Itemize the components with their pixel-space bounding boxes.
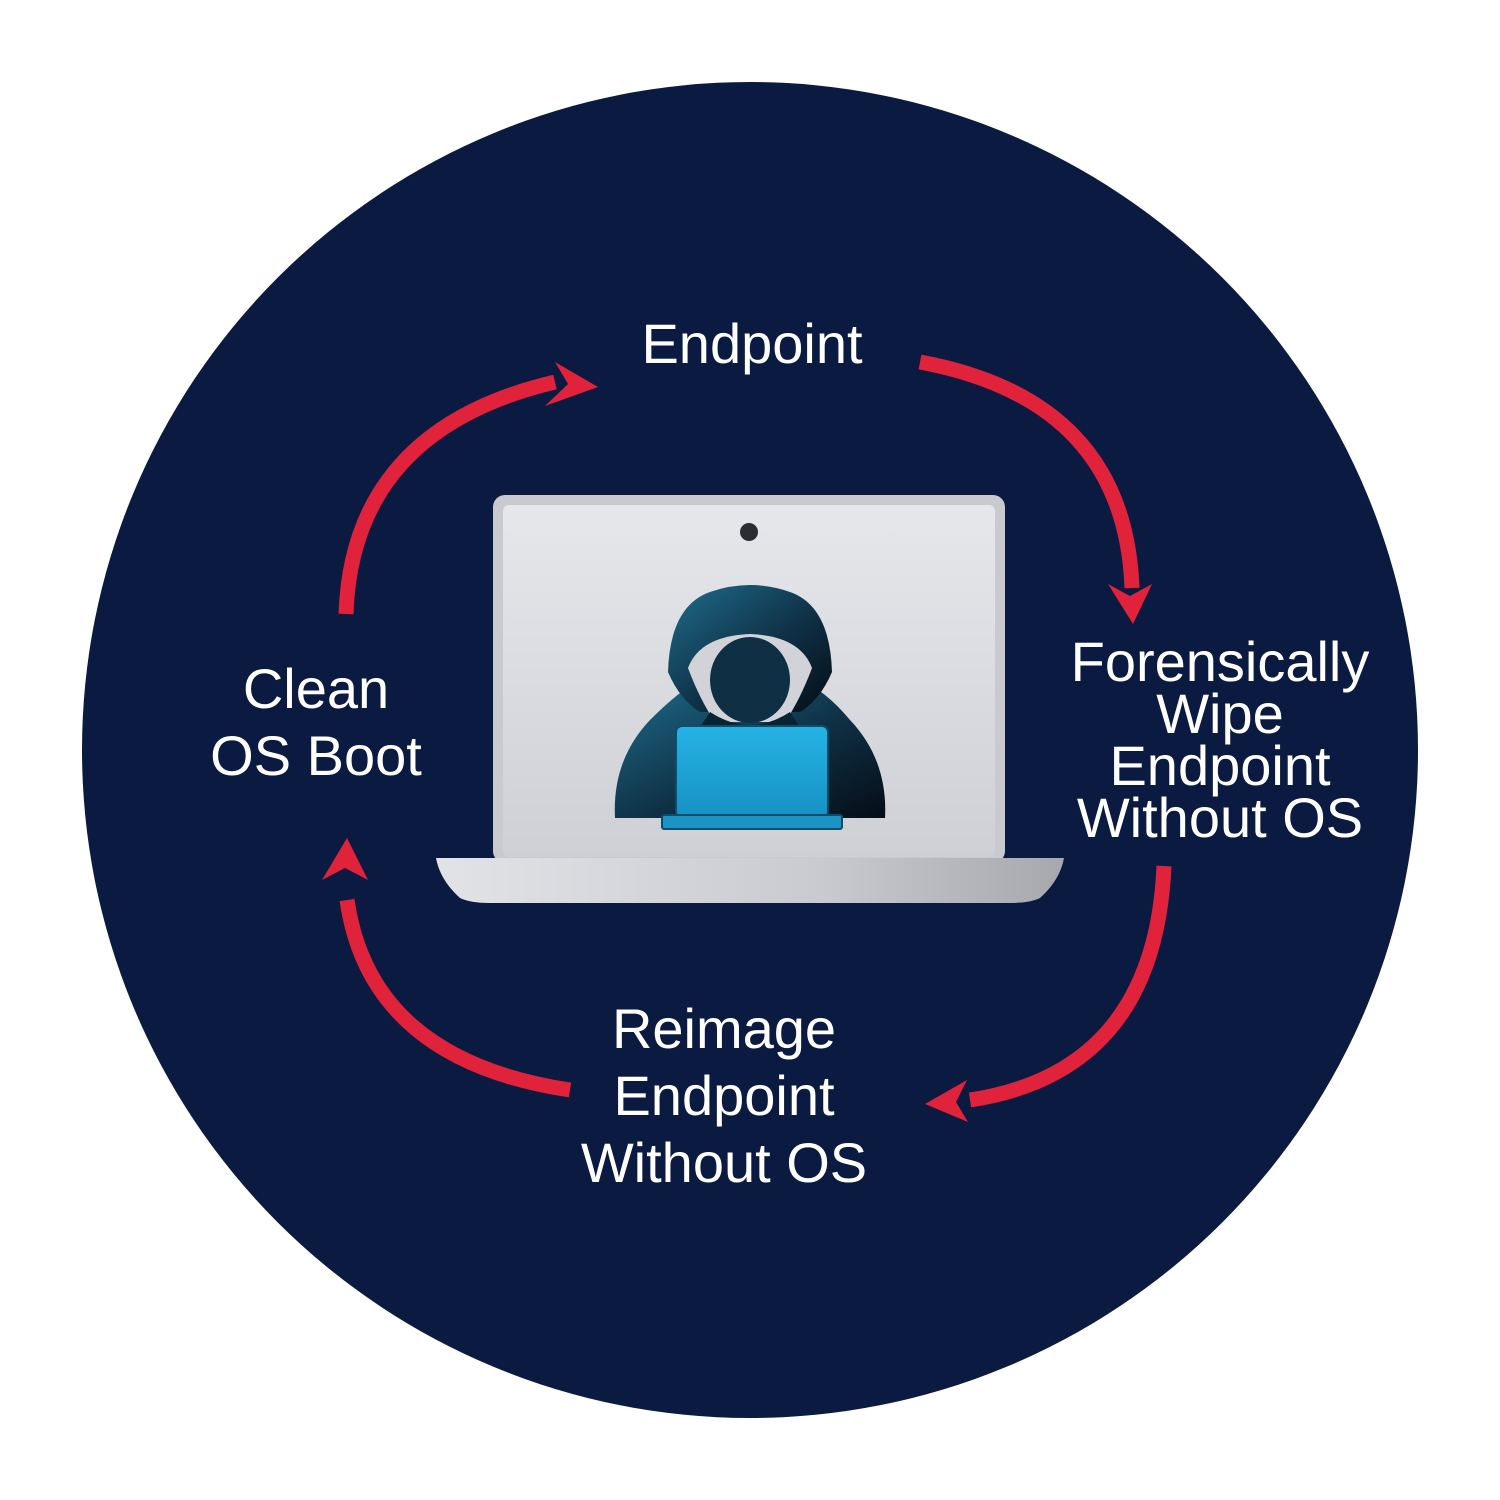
arrow-wipe-to-reimage [968, 865, 1172, 1108]
laptop-base [436, 858, 1064, 903]
label-clean-os-boot: Clean OS Boot [116, 655, 516, 789]
arrow-endpoint-to-wipe [918, 354, 1140, 589]
arrowhead-bottom [925, 1080, 968, 1122]
cycle-arrow-icon [338, 354, 1172, 1108]
hooded-hacker-icon [614, 585, 886, 830]
label-line: Without OS [1076, 786, 1364, 850]
label-line: Forensically [1070, 630, 1370, 693]
hacker-laptop-screen [675, 725, 829, 819]
label-line: Endpoint [613, 1064, 835, 1128]
arrowhead-top [545, 362, 598, 406]
label-line: Without OS [580, 1131, 868, 1195]
arrowhead-right [1108, 584, 1152, 624]
label-line: OS Boot [210, 724, 422, 788]
arrowhead-left [322, 838, 368, 880]
label-line: Endpoint [1109, 734, 1331, 798]
label-line: Clean [242, 657, 390, 720]
hacker-laptop-base [661, 814, 843, 830]
label-reimage-endpoint: Reimage Endpoint Without OS [524, 995, 924, 1197]
arrow-clean-to-endpoint [338, 374, 557, 615]
label-line: Reimage [611, 997, 837, 1060]
arrowheads [322, 362, 1152, 1122]
label-endpoint: Endpoint [552, 316, 952, 372]
label-endpoint-text: Endpoint [641, 312, 863, 375]
label-line: Wipe [1156, 682, 1284, 746]
arrow-reimage-to-clean [339, 898, 572, 1098]
webcam-icon [740, 523, 758, 541]
label-forensically-wipe: Forensically Wipe Endpoint Without OS [1020, 630, 1420, 850]
